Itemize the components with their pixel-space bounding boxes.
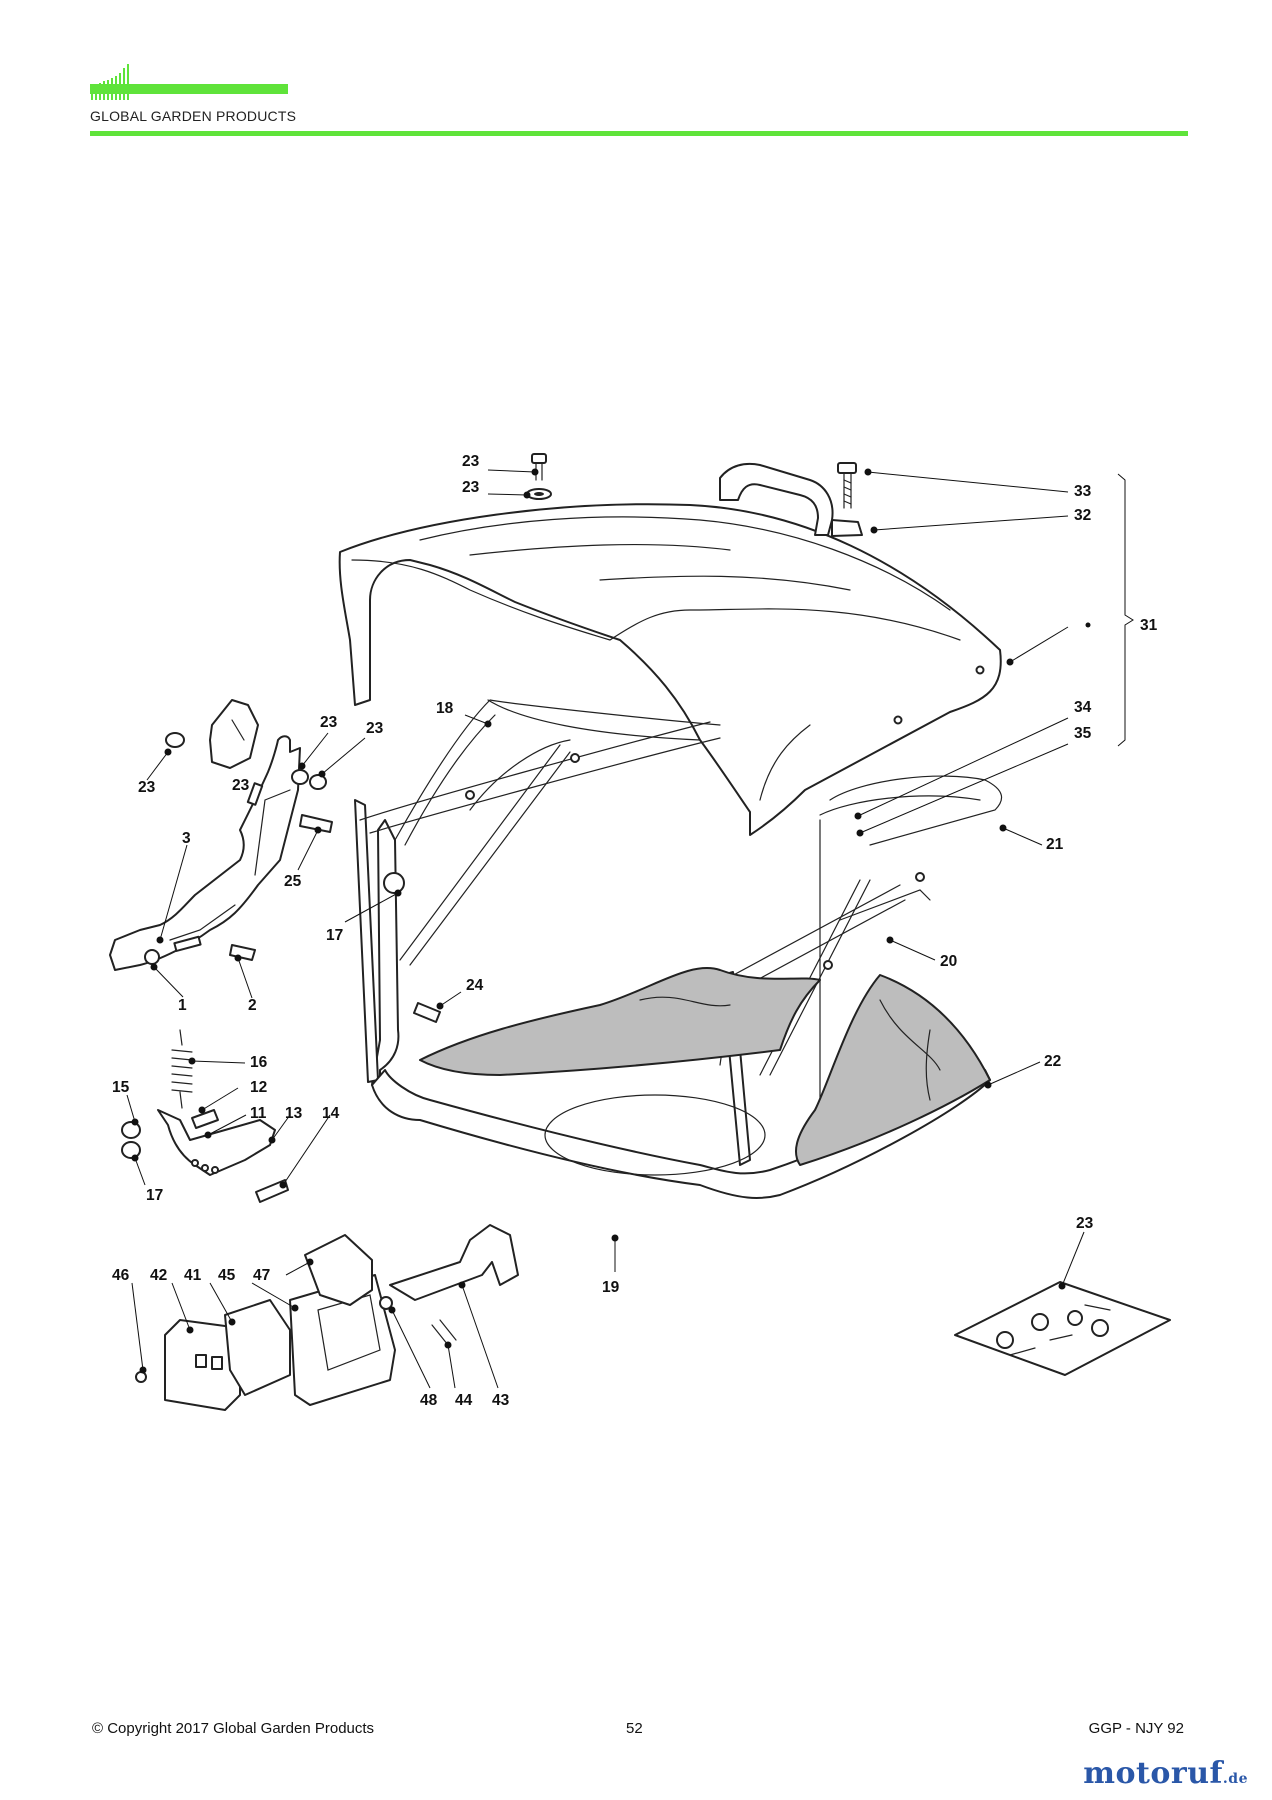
callout: 14: [322, 1105, 340, 1122]
callout: 31: [1140, 617, 1158, 634]
callout: 12: [250, 1079, 267, 1096]
watermark-tld: .de: [1222, 1771, 1248, 1787]
callout: 3: [182, 830, 191, 847]
callout: 13: [285, 1105, 303, 1122]
catcher-bag: [419, 967, 991, 1176]
callout: 43: [492, 1392, 510, 1409]
callout: 19: [602, 1279, 620, 1296]
callout-labels: 23 23 33 32 31 34 35 18 21 20 22 19 17 2…: [112, 453, 1158, 1409]
callout: 34: [1074, 699, 1092, 716]
callout: 20: [940, 953, 957, 970]
callout: 32: [1074, 507, 1091, 524]
callout: 16: [250, 1054, 268, 1071]
catcher-handle: [719, 462, 863, 537]
callout: 2: [248, 997, 257, 1014]
callout: 35: [1074, 725, 1092, 742]
plate-23: [209, 699, 259, 769]
callout: 22: [1044, 1053, 1061, 1070]
spring-16: [171, 1029, 193, 1109]
callout: 25: [284, 873, 302, 890]
callout: 18: [436, 700, 454, 717]
callout: 15: [112, 1079, 130, 1096]
bolt-33: [837, 462, 857, 509]
page-number: 52: [626, 1720, 643, 1737]
callout: 47: [253, 1267, 270, 1284]
watermark-name: motoruf: [1083, 1756, 1223, 1791]
callout: 44: [455, 1392, 473, 1409]
bracket-1: [109, 735, 301, 971]
brand-logo: [90, 64, 288, 100]
callout: 23: [232, 777, 250, 794]
callout: 11: [250, 1105, 267, 1122]
lever-11: [157, 1109, 276, 1176]
callout: 23: [366, 720, 384, 737]
callout: 45: [218, 1267, 236, 1284]
brand-name: GLOBAL GARDEN PRODUCTS: [90, 108, 297, 124]
callout: 46: [112, 1267, 130, 1284]
model-code: GGP - NJY 92: [1088, 1720, 1184, 1737]
hardware-bag: [954, 1281, 1171, 1376]
header-rule: [90, 131, 1188, 136]
catcher-cover: [338, 503, 1002, 836]
bolt-washer-23-top: [526, 453, 552, 500]
callout: 48: [420, 1392, 438, 1409]
callout: 33: [1074, 483, 1092, 500]
callout: 41: [184, 1267, 202, 1284]
callout: 24: [466, 977, 484, 994]
nuts-15-17: [121, 1121, 141, 1159]
callout: 17: [326, 927, 343, 944]
callout: 23: [462, 479, 480, 496]
callout: 42: [150, 1267, 167, 1284]
latch-assembly: [135, 1224, 519, 1411]
callout: 1: [178, 997, 187, 1014]
callout: 21: [1046, 836, 1064, 853]
callout: 23: [138, 779, 156, 796]
callout: 23: [320, 714, 338, 731]
callout: 23: [462, 453, 480, 470]
leader-lines: [126, 468, 1134, 1389]
watermark-logo: motoruf.de: [1083, 1756, 1248, 1791]
callout: 23: [1076, 1215, 1094, 1232]
copyright-text: © Copyright 2017 Global Garden Products: [92, 1720, 375, 1737]
callout: 17: [146, 1187, 163, 1204]
